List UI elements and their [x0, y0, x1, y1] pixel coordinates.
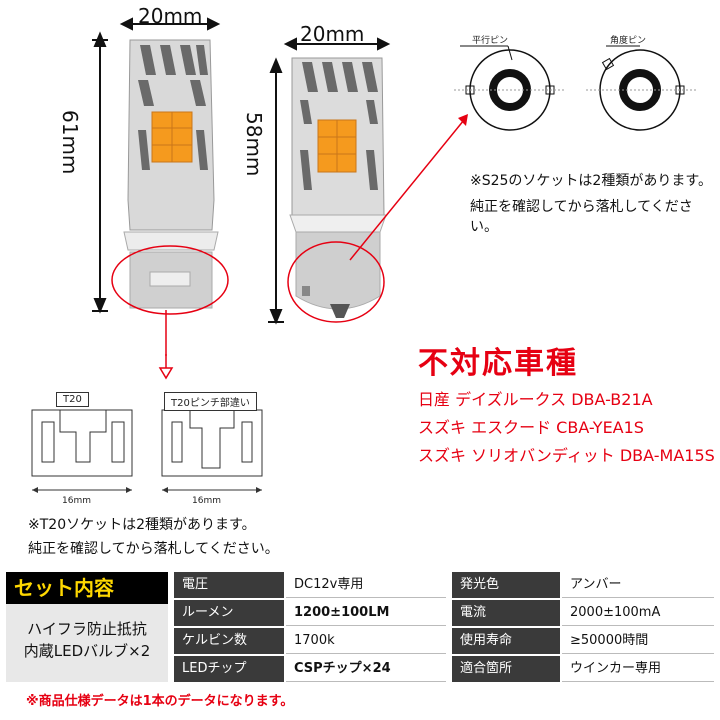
- incompatible-title: 不対応車種: [418, 346, 578, 381]
- s25-bulb-image: [287, 57, 468, 323]
- spec-row: 電圧 DC12v専用 発光色 アンバー: [174, 572, 714, 598]
- bulb-illustrations: [92, 17, 696, 356]
- t20-bulb-image: [111, 39, 229, 315]
- s25-confirm-note: 純正を確認してから落札してください。: [470, 199, 693, 235]
- t20-standard-label: T20: [56, 392, 89, 407]
- t20-width-label: 20mm: [138, 4, 203, 28]
- s25-parallel-pin-label: 平行ピン: [472, 36, 509, 46]
- t20-socket-note: ※T20ソケットは2種類があります。: [28, 517, 256, 533]
- t20-socket-standard-diagram: [31, 409, 133, 493]
- t20-pinch-width-label: 16mm: [192, 496, 221, 506]
- t20-standard-width-label: 16mm: [62, 496, 91, 506]
- spec-label: LEDチップ: [174, 656, 284, 682]
- t20-pinch-label: T20ピンチ部違い: [164, 392, 257, 411]
- set-contents-line: 内蔵LEDバルブ×2: [23, 642, 151, 660]
- t20-height-label: 61mm: [58, 110, 82, 175]
- spec-value: DC12v専用: [286, 572, 446, 598]
- spec-label: 使用寿命: [452, 628, 560, 654]
- down-arrow-icon: [158, 354, 174, 380]
- s25-height-label: 58mm: [242, 112, 266, 177]
- incompatible-item: スズキ エスクード CBA-YEA1S: [418, 418, 644, 437]
- spec-value: 1700k: [286, 628, 446, 654]
- spec-row: ルーメン 1200±100LM 電流 2000±100mA: [174, 600, 714, 626]
- spec-label: 適合箇所: [452, 656, 560, 682]
- spec-value: アンバー: [562, 572, 714, 598]
- incompatible-item: スズキ ソリオバンディット DBA-MA15S: [418, 446, 715, 465]
- spec-label: 発光色: [452, 572, 560, 598]
- t20-confirm-note: 純正を確認してから落札してください。: [28, 541, 279, 557]
- spec-value: 2000±100mA: [562, 600, 714, 626]
- s25-socket-angled-diagram: [586, 45, 696, 131]
- spec-value: ≥50000時間: [562, 628, 714, 654]
- spec-value: ウインカー専用: [562, 656, 714, 682]
- spec-label: 電圧: [174, 572, 284, 598]
- set-contents-line: ハイフラ防止抵抗: [27, 620, 147, 638]
- spec-footnote: ※商品仕様データは1本のデータになります。: [26, 694, 294, 709]
- set-contents-title: セット内容: [6, 572, 168, 604]
- spec-row: ケルビン数 1700k 使用寿命 ≥50000時間: [174, 628, 714, 654]
- incompatible-item: 日産 デイズルークス DBA-B21A: [418, 390, 653, 409]
- s25-socket-note: ※S25のソケットは2種類があります。: [470, 173, 712, 189]
- s25-socket-parallel-diagram: [454, 45, 566, 131]
- s25-angled-pin-label: 角度ピン: [610, 36, 647, 46]
- spec-row: LEDチップ CSPチップ×24 適合箇所 ウインカー専用: [174, 656, 714, 682]
- s25-width-label: 20mm: [300, 22, 365, 46]
- spec-label: ルーメン: [174, 600, 284, 626]
- spec-label: ケルビン数: [174, 628, 284, 654]
- spec-table: 電圧 DC12v専用 発光色 アンバー ルーメン 1200±100LM 電流 2…: [174, 572, 714, 684]
- spec-value: 1200±100LM: [286, 600, 446, 626]
- set-contents-body: ハイフラ防止抵抗 内蔵LEDバルブ×2: [6, 604, 168, 682]
- spec-value: CSPチップ×24: [286, 656, 446, 682]
- spec-label: 電流: [452, 600, 560, 626]
- t20-socket-pinch-diagram: [161, 409, 263, 493]
